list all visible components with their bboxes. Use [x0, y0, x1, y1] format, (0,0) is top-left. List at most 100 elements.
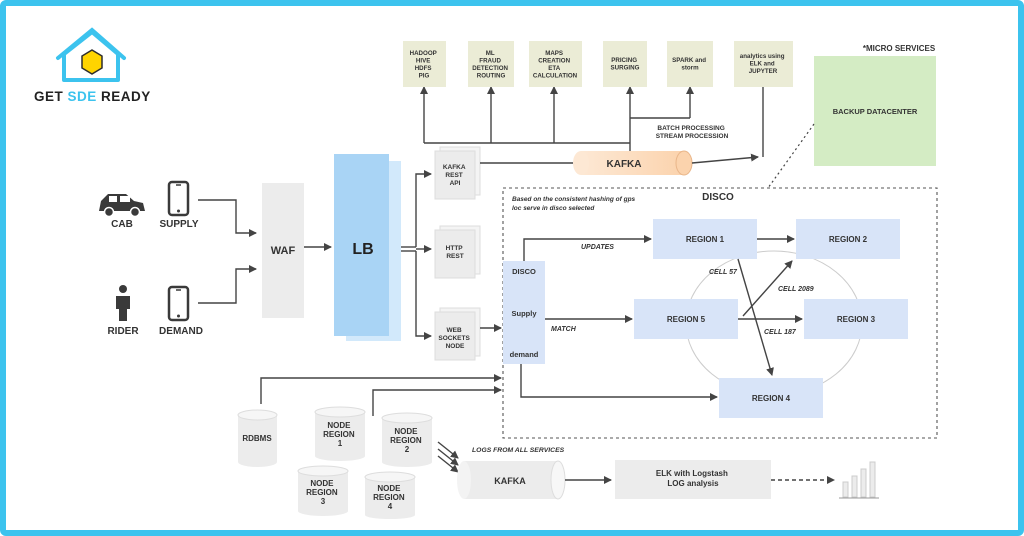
- updates-arrow: [523, 235, 652, 261]
- disco-node-box: [503, 261, 545, 364]
- kafka-rest-api-box: [434, 146, 481, 200]
- node-region-1-line1: NODE: [327, 421, 351, 430]
- analytics-box: [734, 41, 793, 87]
- disco-note-line2: loc serve in disco selected: [512, 205, 595, 212]
- svg-text:HTTP REST: HTTP REST: [446, 245, 465, 260]
- region-4-label: REGION 4: [752, 394, 791, 403]
- hadoop-line1: HADOOP: [410, 50, 437, 57]
- svg-text:NODE REGION 2: NODE REGION 2: [390, 427, 424, 454]
- waf-box: [262, 183, 304, 318]
- spark-line1: SPARK and: [672, 57, 706, 64]
- svg-text:NODE REGION 4: NODE REGION 4: [373, 484, 407, 511]
- node-region-2-line1: NODE: [394, 427, 418, 436]
- svg-text:NODE REGION 3: NODE REGION 3: [306, 479, 340, 506]
- http-rest-box: [434, 225, 481, 279]
- svg-text:ELK with Logstash LOG anal: ELK with Logstash LOG analysis: [656, 469, 730, 488]
- svg-text:ML FRAUD DETECTION: ML FRAUD DETECTION ROUTING: [472, 50, 510, 80]
- kafka-to-analytics-arrow: [691, 153, 759, 164]
- svg-text:KAFKA REST API: KAFKA REST API: [443, 164, 467, 187]
- disco-title: DISCO: [702, 192, 734, 203]
- node-region-3-line3: 3: [321, 497, 326, 506]
- ml-line1: ML: [486, 50, 495, 57]
- disco-to-region-4-arrow: [520, 364, 718, 401]
- lb-websocket-arrow: [415, 251, 432, 340]
- elk-line2: LOG analysis: [667, 479, 719, 488]
- lb-box: [334, 154, 401, 341]
- rider-label: RIDER: [107, 326, 139, 337]
- cell-2089-label: CELL 2089: [778, 286, 814, 293]
- maps-line4: CALCULATION: [533, 73, 578, 80]
- disco-note-line1: Based on the consistent hashing of gps: [512, 196, 636, 203]
- hadoop-line2: HIVE: [416, 58, 430, 65]
- cell-187-label: CELL 187: [764, 329, 797, 336]
- brand-name-part1: GET: [34, 89, 68, 104]
- ml-box: [468, 41, 514, 87]
- region1-to-region4-arrow: [737, 258, 774, 376]
- region-3-label: REGION 3: [837, 315, 876, 324]
- pricing-line1: PRICING: [611, 57, 637, 64]
- spark-box: [667, 41, 713, 87]
- maps-box: [529, 41, 582, 87]
- node-region-3-cylinder: [297, 465, 349, 516]
- svg-text:MAPS CREATION ETA: MAPS CREATION ETA CALCULATION: [533, 50, 578, 80]
- lb-kafka-rest-arrow: [415, 170, 432, 247]
- region-5-label: REGION 5: [667, 315, 706, 324]
- nodes-to-disco-arrow: [372, 386, 502, 416]
- node-region-1-line2: REGION: [323, 430, 355, 439]
- region-2-label: REGION 2: [829, 235, 868, 244]
- brand-name-part2: SDE: [68, 89, 97, 104]
- rdbms-to-disco-arrow: [260, 374, 502, 404]
- bar-chart-icon: [839, 461, 879, 499]
- car-icon: [99, 194, 145, 218]
- node-region-4-line1: NODE: [377, 484, 401, 493]
- node-region-1-line3: 1: [338, 439, 343, 448]
- house-hexagon-icon: [56, 27, 126, 82]
- logs-incoming-arrows: [437, 441, 459, 473]
- region-1-label: REGION 1: [686, 235, 725, 244]
- node-region-2-cylinder: [381, 412, 433, 467]
- cab-label: CAB: [111, 219, 133, 230]
- svg-text:analytics using ELK and: analytics using ELK and JUPYTER: [740, 53, 786, 75]
- person-icon: [116, 285, 130, 321]
- http-rest-line2: REST: [446, 253, 463, 260]
- lb-label: LB: [352, 241, 373, 258]
- region-1-box: [653, 219, 757, 259]
- node-region-1-cylinder: [314, 406, 366, 461]
- updates-label: UPDATES: [581, 244, 614, 251]
- hadoop-line3: HDFS: [415, 65, 432, 72]
- ml-line3: DETECTION: [472, 65, 508, 72]
- supply-arrow: [198, 199, 257, 237]
- demand-arrow: [198, 265, 257, 304]
- backup-datacenter-label: BACKUP DATACENTER: [833, 107, 918, 116]
- spark-line2: storm: [681, 65, 699, 72]
- http-rest-line1: HTTP: [446, 245, 464, 252]
- node-region-4-line2: REGION: [373, 493, 405, 502]
- svg-text:GET SDE READY: GET SDE READY: [34, 89, 151, 104]
- kafka-rest-line3: API: [450, 180, 461, 187]
- match-label: MATCH: [551, 326, 577, 333]
- demand-label: DEMAND: [159, 326, 203, 337]
- svg-text:BATCH PROCESSING STREAM PR: BATCH PROCESSING STREAM PROCESSION: [656, 125, 729, 140]
- kafka-rest-line2: REST: [445, 172, 462, 179]
- node-region-3-line1: NODE: [310, 479, 334, 488]
- backup-dotted-link: [767, 123, 815, 189]
- disco-node-label: DISCO: [512, 267, 536, 276]
- analytics-line3: JUPYTER: [749, 68, 778, 75]
- micro-services-title: *MICRO SERVICES: [863, 44, 936, 53]
- web-sockets-line2: SOCKETS: [438, 335, 470, 342]
- region-5-box: [634, 299, 738, 339]
- region-2-box: [796, 219, 900, 259]
- svg-text:HADOOP HIVE HDFS P: HADOOP HIVE HDFS PIG: [410, 50, 439, 80]
- ml-line4: ROUTING: [477, 73, 506, 80]
- pricing-line2: SURGING: [611, 65, 640, 72]
- kafka-bottom-cylinder: [457, 460, 566, 500]
- node-region-2-line3: 2: [405, 445, 410, 454]
- analytics-line1: analytics using: [740, 53, 785, 60]
- svg-text:PRICING SURGING: PRICING SURGING: [611, 57, 640, 72]
- brand-logo: GET SDE READY: [34, 27, 151, 104]
- region-3-box: [804, 299, 908, 339]
- logs-label: LOGS FROM ALL SERVICES: [472, 447, 565, 454]
- kafka-top-cylinder: [573, 150, 693, 176]
- kafka-rest-line1: KAFKA: [443, 164, 466, 171]
